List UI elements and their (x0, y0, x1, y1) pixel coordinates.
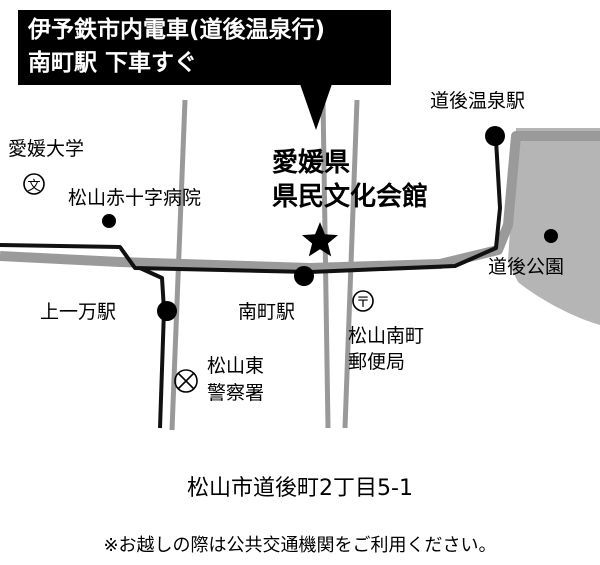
label-minamimachi-station: 南町駅 (238, 301, 296, 323)
label-kamiichiman-station: 上一万駅 (40, 301, 117, 323)
label-red-cross-hospital: 松山赤十字病院 (68, 187, 202, 209)
post-office-symbol-glyph: 〒 (356, 295, 370, 311)
access-callout: 伊予鉄市内電車(道後温泉行) 南町駅 下車すぐ (18, 10, 391, 85)
tram-main-line (0, 139, 502, 274)
station-dot-dogo-onsen (485, 126, 505, 146)
callout-line2: 南町駅 下車すぐ (28, 50, 198, 76)
post-office-line1: 松山南町 (348, 325, 425, 347)
label-dogo-onsen-station: 道後温泉駅 (430, 90, 526, 112)
label-police-station: 松山東 警察署 (207, 353, 264, 407)
transport-note: ※お越しの際は公共交通機関をご利用ください。 (103, 535, 497, 556)
venue-name-line2: 県民文化会館 (272, 182, 429, 212)
callout-line1: 伊予鉄市内電車(道後温泉行) (28, 17, 326, 43)
station-dot-minamimachi (294, 266, 314, 286)
school-symbol-glyph: 文 (27, 179, 40, 194)
dogo-park-dot (544, 229, 558, 243)
callout-pointer (300, 84, 332, 130)
label-post-office: 松山南町 郵便局 (348, 323, 424, 375)
main-road (0, 131, 600, 273)
venue-star-icon (302, 222, 338, 257)
police-line2: 警察署 (207, 382, 265, 404)
dogo-park-area (508, 128, 600, 325)
post-office-line2: 郵便局 (348, 351, 406, 373)
school-symbol-icon (23, 173, 45, 195)
police-symbol-icon (174, 369, 198, 393)
hospital-dot (102, 214, 116, 228)
tram-branch-line (139, 266, 166, 429)
venue-name-line1: 愛媛県 (272, 148, 351, 178)
label-dogo-park: 道後公園 (488, 256, 565, 278)
venue-address: 松山市道後町2丁目5-1 (187, 476, 413, 501)
police-line1: 松山東 (207, 355, 265, 377)
station-dot-kamiichiman (157, 301, 177, 321)
post-office-symbol-icon (352, 290, 374, 312)
venue-name: 愛媛県 県民文化会館 (272, 146, 428, 214)
label-ehime-university: 愛媛大学 (8, 138, 85, 160)
